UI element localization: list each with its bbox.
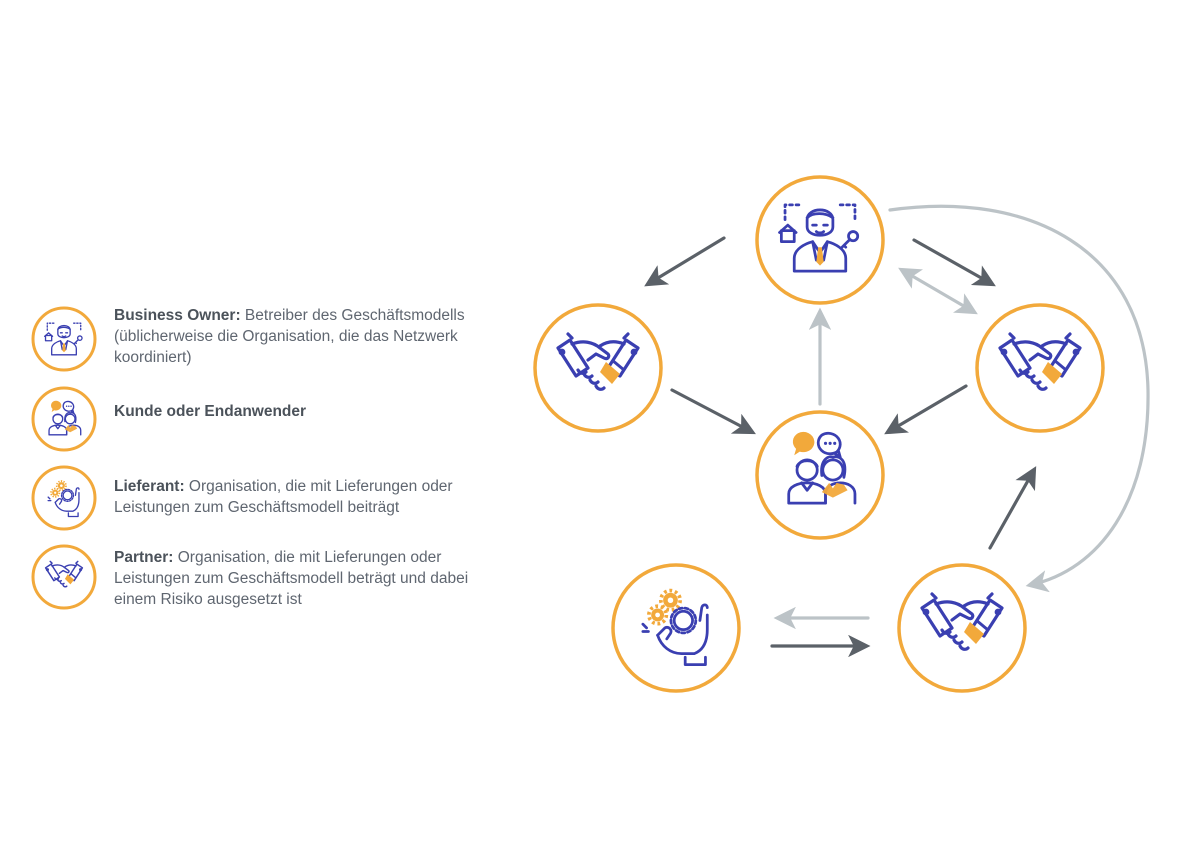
legend-text-business-owner: Business Owner: Betreiber des Geschäftsm…	[114, 305, 494, 368]
legend-term: Kunde oder Endanwender	[114, 403, 307, 420]
legend: Business Owner: Betreiber des Geschäftsm…	[0, 0, 520, 848]
edge-partner-left-to-customer	[670, 388, 756, 435]
legend-term: Business Owner:	[114, 307, 241, 324]
legend-text-customer: Kunde oder Endanwender	[114, 401, 494, 422]
edge-owner-partner-right-bidirectional	[898, 267, 978, 315]
business-owner-icon	[31, 306, 97, 372]
node-supplier	[611, 563, 741, 693]
legend-term: Partner:	[114, 549, 174, 566]
legend-text-partner: Partner: Organisation, die mit Lieferung…	[114, 547, 494, 610]
legend-text-supplier: Lieferant: Organisation, die mit Lieferu…	[114, 476, 494, 518]
supplier-icon	[31, 465, 97, 531]
legend-desc: Organisation, die mit Lieferungen oder L…	[114, 478, 453, 516]
legend-desc: Betreiber des Geschäftsmodells (üblicher…	[114, 307, 465, 366]
node-partner-bottom	[897, 563, 1027, 693]
node-customer	[755, 410, 885, 540]
node-owner	[755, 175, 885, 305]
partner-icon	[31, 544, 97, 610]
edge-partner-right-to-customer	[884, 384, 968, 435]
edge-owner-to-partner-right	[912, 238, 996, 287]
legend-term: Lieferant:	[114, 478, 185, 495]
edge-owner-to-partner-left	[644, 236, 726, 287]
node-partner-right	[975, 303, 1105, 433]
edge-owner-to-partner-bottom	[888, 204, 1150, 593]
edge-partner-bottom-to-partner-right	[988, 466, 1037, 550]
legend-desc: Organisation, die mit Lieferungen oder L…	[114, 549, 469, 608]
node-partner-left	[533, 303, 663, 433]
customer-icon	[31, 386, 97, 452]
edges	[644, 204, 1150, 658]
